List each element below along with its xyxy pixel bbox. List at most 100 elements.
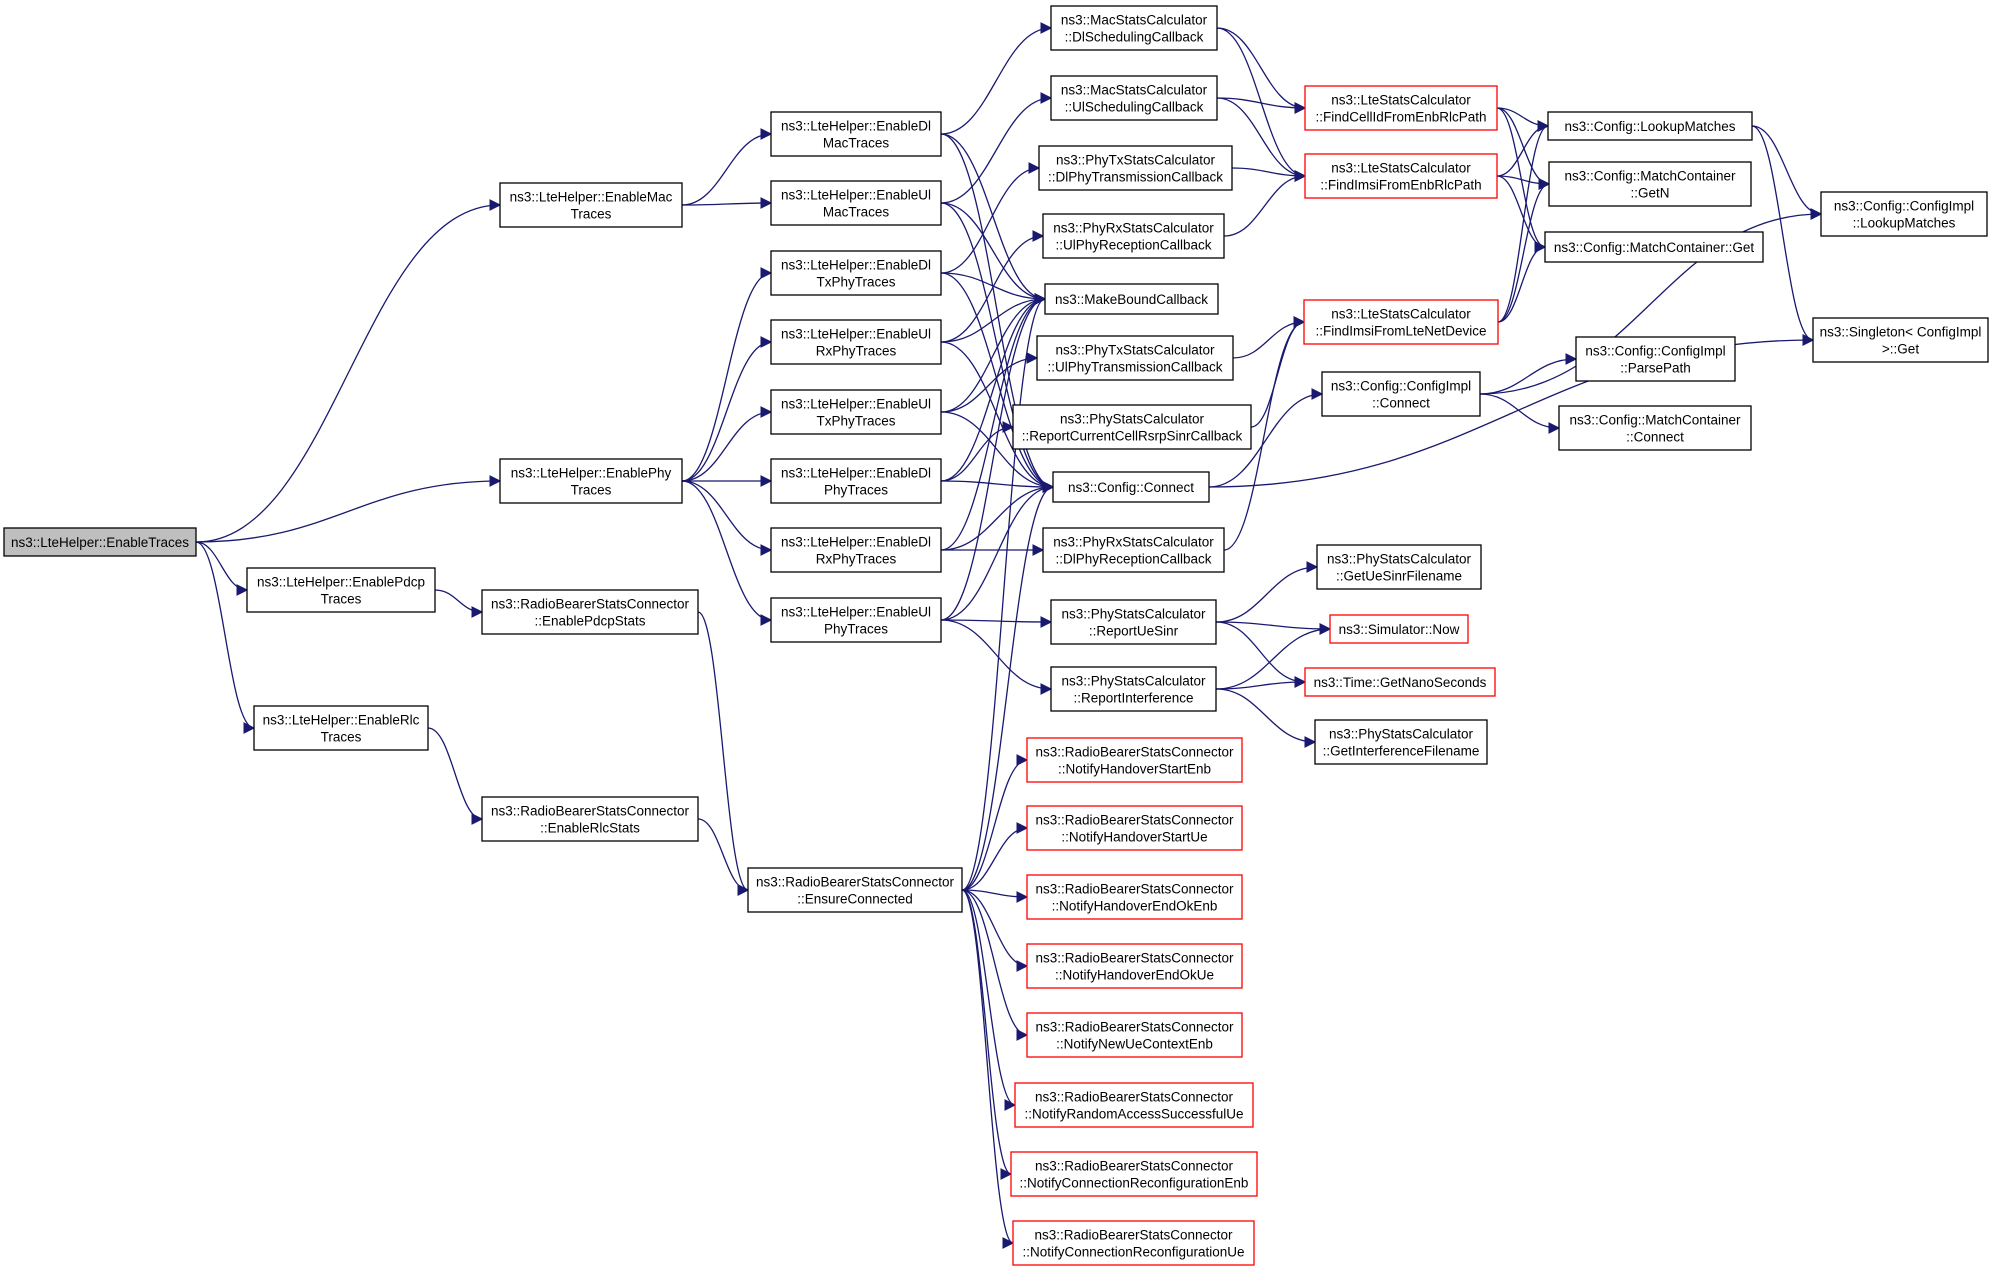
node-ns3-phystatscalculator-getinterferencefilename[interactable]: ns3::PhyStatsCalculator::GetInterference… [1314, 719, 1488, 765]
node-ns3-phytxstatscalculator-ulphytransmissioncallback[interactable]: ns3::PhyTxStatsCalculator::UlPhyTransmis… [1036, 335, 1234, 381]
node-label: ns3::LteHelper::EnablePdcp [257, 575, 425, 590]
node-ns3-macstatscalculator-dlschedulingcallback[interactable]: ns3::MacStatsCalculator::DlSchedulingCal… [1050, 5, 1218, 51]
node-ns3-phytxstatscalculator-dlphytransmissioncallback[interactable]: ns3::PhyTxStatsCalculator::DlPhyTransmis… [1038, 145, 1233, 191]
node-label: ns3::PhyTxStatsCalculator [1056, 153, 1216, 168]
edge-arrow [940, 480, 1055, 493]
node-ns3-singleton-configimpl-get[interactable]: ns3::Singleton< ConfigImpl>::Get [1812, 317, 1989, 363]
node-ns3-config-configimpl-lookupmatches[interactable]: ns3::Config::ConfigImpl::LookupMatches [1820, 191, 1988, 237]
node-ns3-config-configimpl-connect[interactable]: ns3::Config::ConfigImpl::Connect [1321, 371, 1481, 417]
node-label: ::NotifyConnectionReconfigurationUe [1022, 1245, 1244, 1260]
node-ns3-macstatscalculator-ulschedulingcallback[interactable]: ns3::MacStatsCalculator::UlSchedulingCal… [1050, 75, 1218, 121]
node-ns3-makeboundcallback[interactable]: ns3::MakeBoundCallback [1044, 283, 1219, 315]
edge-arrow [697, 818, 750, 896]
edge-ensure-to-reconfue [961, 889, 1015, 1249]
edge-arrow [940, 616, 1053, 628]
edge-macdl-to-findcell [1216, 27, 1307, 114]
edge-arrow [1497, 178, 1551, 323]
node-ns3-radiobearerstatsconnector-notifyconnectionreconfigurationenb[interactable]: ns3::RadioBearerStatsConnector::NotifyCo… [1010, 1151, 1258, 1197]
edge-dltx-to-cfgconnect [940, 272, 1055, 493]
node-label: ns3::LteHelper::EnableUl [781, 188, 931, 203]
edge-arrow [195, 541, 249, 596]
node-ns3-phyrxstatscalculator-dlphyreceptioncallback[interactable]: ns3::PhyRxStatsCalculator::DlPhyReceptio… [1042, 527, 1225, 573]
node-ns3-ltestatscalculator-findimsifromltenetdevice[interactable]: ns3::LteStatsCalculator::FindImsiFromLte… [1303, 299, 1499, 345]
edge-arrow [940, 272, 1055, 493]
edge-arrow [961, 754, 1029, 891]
node-box [1544, 231, 1764, 263]
node-box [3, 527, 197, 557]
node-ns3-config-lookupmatches[interactable]: ns3::Config::LookupMatches [1547, 111, 1753, 141]
node-ns3-phystatscalculator-reportinterference[interactable]: ns3::PhyStatsCalculator::ReportInterfere… [1050, 666, 1217, 712]
edge-arrow [961, 481, 1055, 891]
edge-arrow [961, 889, 1015, 1249]
node-ns3-config-matchcontainer-get[interactable]: ns3::Config::MatchContainer::Get [1544, 231, 1764, 263]
node-ns3-radiobearerstatsconnector-notifynewuecontextenb[interactable]: ns3::RadioBearerStatsConnector::NotifyNe… [1026, 1012, 1243, 1058]
node-ns3-time-getnanoseconds[interactable]: ns3::Time::GetNanoSeconds [1304, 667, 1496, 697]
node-label: ::ReportInterference [1073, 691, 1193, 706]
node-ns3-radiobearerstatsconnector-notifyhandoverendokenb[interactable]: ns3::RadioBearerStatsConnector::NotifyHa… [1026, 874, 1243, 920]
node-label: ::NotifyHandoverStartUe [1061, 830, 1207, 845]
node-ns3-radiobearerstatsconnector-notifyhandoverstartenb[interactable]: ns3::RadioBearerStatsConnector::NotifyHa… [1026, 737, 1243, 783]
node-box [1026, 737, 1243, 783]
node-box [253, 705, 429, 751]
node-ns3-radiobearerstatsconnector-notifyhandoverstartue[interactable]: ns3::RadioBearerStatsConnector::NotifyHa… [1026, 805, 1243, 851]
node-ns3-phyrxstatscalculator-ulphyreceptioncallback[interactable]: ns3::PhyRxStatsCalculator::UlPhyReceptio… [1042, 213, 1225, 259]
edge-ensure-to-newue [961, 889, 1029, 1041]
edge-enphy-to-ulrx [681, 336, 773, 482]
node-ns3-ltestatscalculator-findcellidfromenbrlcpath[interactable]: ns3::LteStatsCalculator::FindCellIdFromE… [1304, 85, 1498, 131]
node-ns3-phystatscalculator-reportcurrentcellrsrpsinrcallback[interactable]: ns3::PhyStatsCalculator::ReportCurrentCe… [1012, 404, 1252, 450]
node-ns3-simulator-now[interactable]: ns3::Simulator::Now [1329, 614, 1469, 644]
node-ns3-config-matchcontainer-getn[interactable]: ns3::Config::MatchContainer::GetN [1548, 161, 1752, 207]
node-label: ns3::RadioBearerStatsConnector [491, 597, 690, 612]
node-ns3-config-configimpl-parsepath[interactable]: ns3::Config::ConfigImpl::ParsePath [1575, 336, 1736, 382]
edge-arrow [681, 480, 773, 626]
node-box [770, 180, 942, 226]
node-ns3-ltehelper-enabletraces[interactable]: ns3::LteHelper::EnableTraces [3, 527, 197, 557]
node-ns3-ltestatscalculator-findimsifromenbrlcpath[interactable]: ns3::LteStatsCalculator::FindImsiFromEnb… [1304, 153, 1498, 199]
node-ns3-phystatscalculator-getuesinrfilename[interactable]: ns3::PhyStatsCalculator::GetUeSinrFilena… [1316, 544, 1482, 590]
edge-arrow [940, 421, 1015, 482]
node-ns3-radiobearerstatsconnector-ensureconnected[interactable]: ns3::RadioBearerStatsConnector::EnsureCo… [747, 867, 963, 913]
node-ns3-config-connect[interactable]: ns3::Config::Connect [1052, 471, 1210, 503]
node-ns3-radiobearerstatsconnector-notifyconnectionreconfigurationue[interactable]: ns3::RadioBearerStatsConnector::NotifyCo… [1012, 1220, 1255, 1266]
edge-macdl-to-findimsienb [1216, 27, 1307, 182]
node-ns3-radiobearerstatsconnector-notifyrandomaccesssuccessfulue[interactable]: ns3::RadioBearerStatsConnector::NotifyRa… [1014, 1082, 1254, 1128]
edge-arrow [427, 727, 484, 825]
node-ns3-phystatscalculator-reportuesinr[interactable]: ns3::PhyStatsCalculator::ReportUeSinr [1050, 599, 1217, 645]
node-ns3-radiobearerstatsconnector-enablepdcpstats[interactable]: ns3::RadioBearerStatsConnector::EnablePd… [481, 589, 699, 635]
edge-arrow [1223, 170, 1307, 237]
node-box [1026, 805, 1243, 851]
edge-enphy-to-dlrx [681, 480, 773, 556]
node-box [1026, 1012, 1243, 1058]
edge-ulphy-to-repint [940, 619, 1053, 695]
node-label: Traces [321, 730, 362, 745]
node-box [1303, 299, 1499, 345]
node-label: ::NotifyHandoverEndOkUe [1055, 968, 1214, 983]
node-ns3-radiobearerstatsconnector-notifyhandoverendokue[interactable]: ns3::RadioBearerStatsConnector::NotifyHa… [1026, 943, 1243, 989]
edge-cfgimplconnect-to-impllookup [1479, 208, 1823, 395]
node-label: ns3::PhyStatsCalculator [1061, 607, 1206, 622]
node-label: ns3::Simulator::Now [1339, 622, 1460, 637]
node-label: ns3::LteHelper::EnableDl [781, 119, 931, 134]
node-label: ::DlPhyReceptionCallback [1055, 552, 1211, 567]
node-ns3-radiobearerstatsconnector-enablerlcstats[interactable]: ns3::RadioBearerStatsConnector::EnableRl… [481, 796, 699, 842]
edge-dlrx-to-mbc [940, 293, 1047, 551]
node-box [770, 527, 942, 573]
node-label: ::FindImsiFromEnbRlcPath [1320, 178, 1481, 193]
node-label: MacTraces [823, 205, 890, 220]
node-box [481, 589, 699, 635]
node-ns3-config-matchcontainer-connect[interactable]: ns3::Config::MatchContainer::Connect [1558, 405, 1752, 451]
edge-arrow [1215, 676, 1307, 690]
edge-dlmac-to-cfgconnect [940, 133, 1055, 493]
